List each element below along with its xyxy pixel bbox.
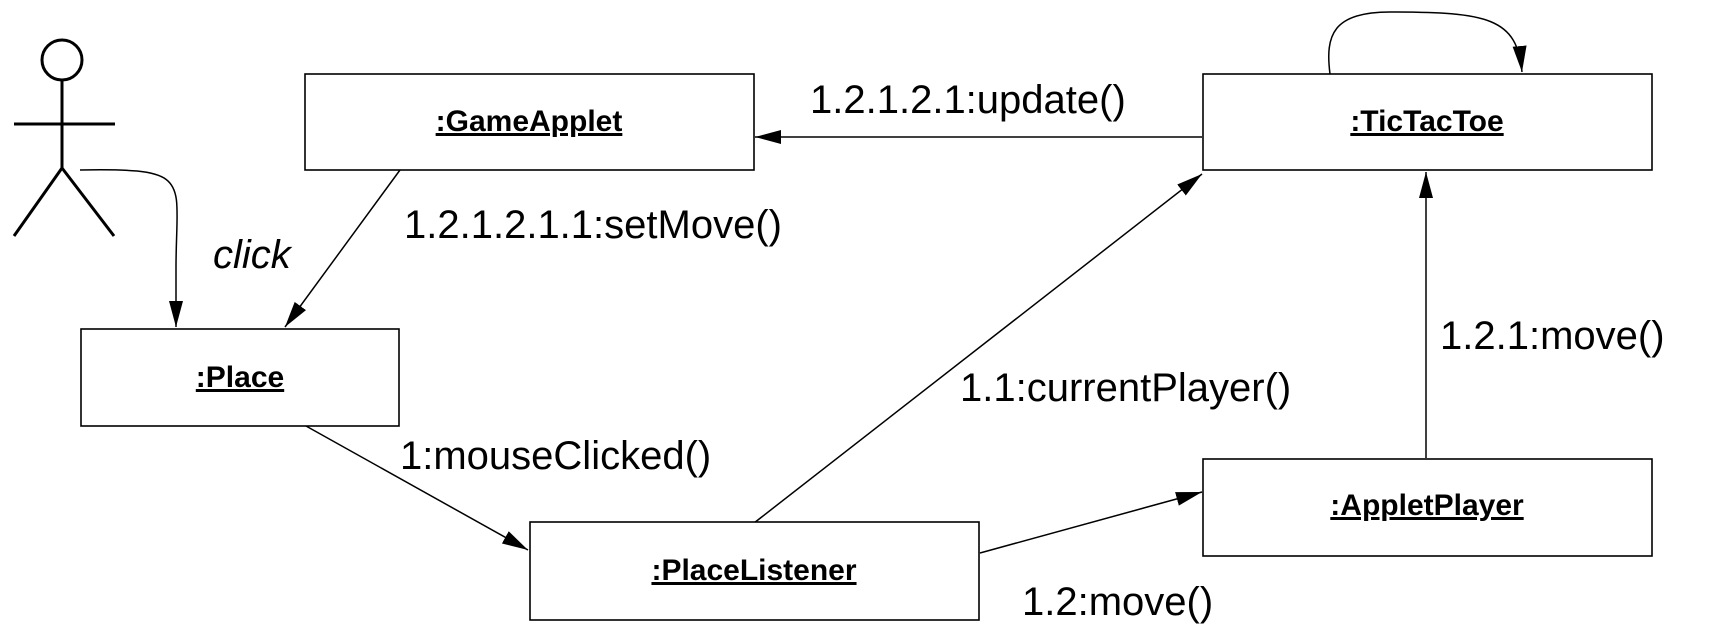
move-appletplayer-message-label: 1.2:move() xyxy=(1022,580,1213,624)
setmove-message-label: 1.2.1.2.1.1:setMove() xyxy=(404,203,782,247)
currentplayer-message-label: 1.1:currentPlayer() xyxy=(960,366,1291,410)
gameapplet-to-place-arrow xyxy=(284,169,401,328)
update-message-label: 1.2.1.2.1:update() xyxy=(810,78,1126,122)
place-to-placelistener-arrow xyxy=(305,425,529,551)
click-message-label: click xyxy=(213,233,293,277)
placelistener-to-tictactoe-arrow xyxy=(753,173,1203,524)
gameapplet-label: :GameApplet xyxy=(436,105,623,138)
appletplayer-object: :AppletPlayer xyxy=(1202,458,1653,557)
move-tictactoe-message-label: 1.2.1:move() xyxy=(1440,314,1665,358)
placelistener-label: :PlaceListener xyxy=(651,554,856,587)
mouseclicked-message-label: 1:mouseClicked() xyxy=(400,434,711,478)
actor-to-place-arrow xyxy=(79,169,183,327)
place-object: :Place xyxy=(80,328,400,427)
gameapplet-object: :GameApplet xyxy=(304,73,755,171)
placelistener-object: :PlaceListener xyxy=(529,521,980,621)
tictactoe-self-arrow xyxy=(1328,11,1527,75)
actor-icon xyxy=(12,38,116,237)
tictactoe-label: :TicTacToe xyxy=(1350,105,1503,138)
tictactoe-object: :TicTacToe xyxy=(1202,73,1653,171)
appletplayer-label: :AppletPlayer xyxy=(1330,489,1524,522)
place-label: :Place xyxy=(196,361,284,394)
placelistener-to-appletplayer-arrow xyxy=(979,491,1203,554)
